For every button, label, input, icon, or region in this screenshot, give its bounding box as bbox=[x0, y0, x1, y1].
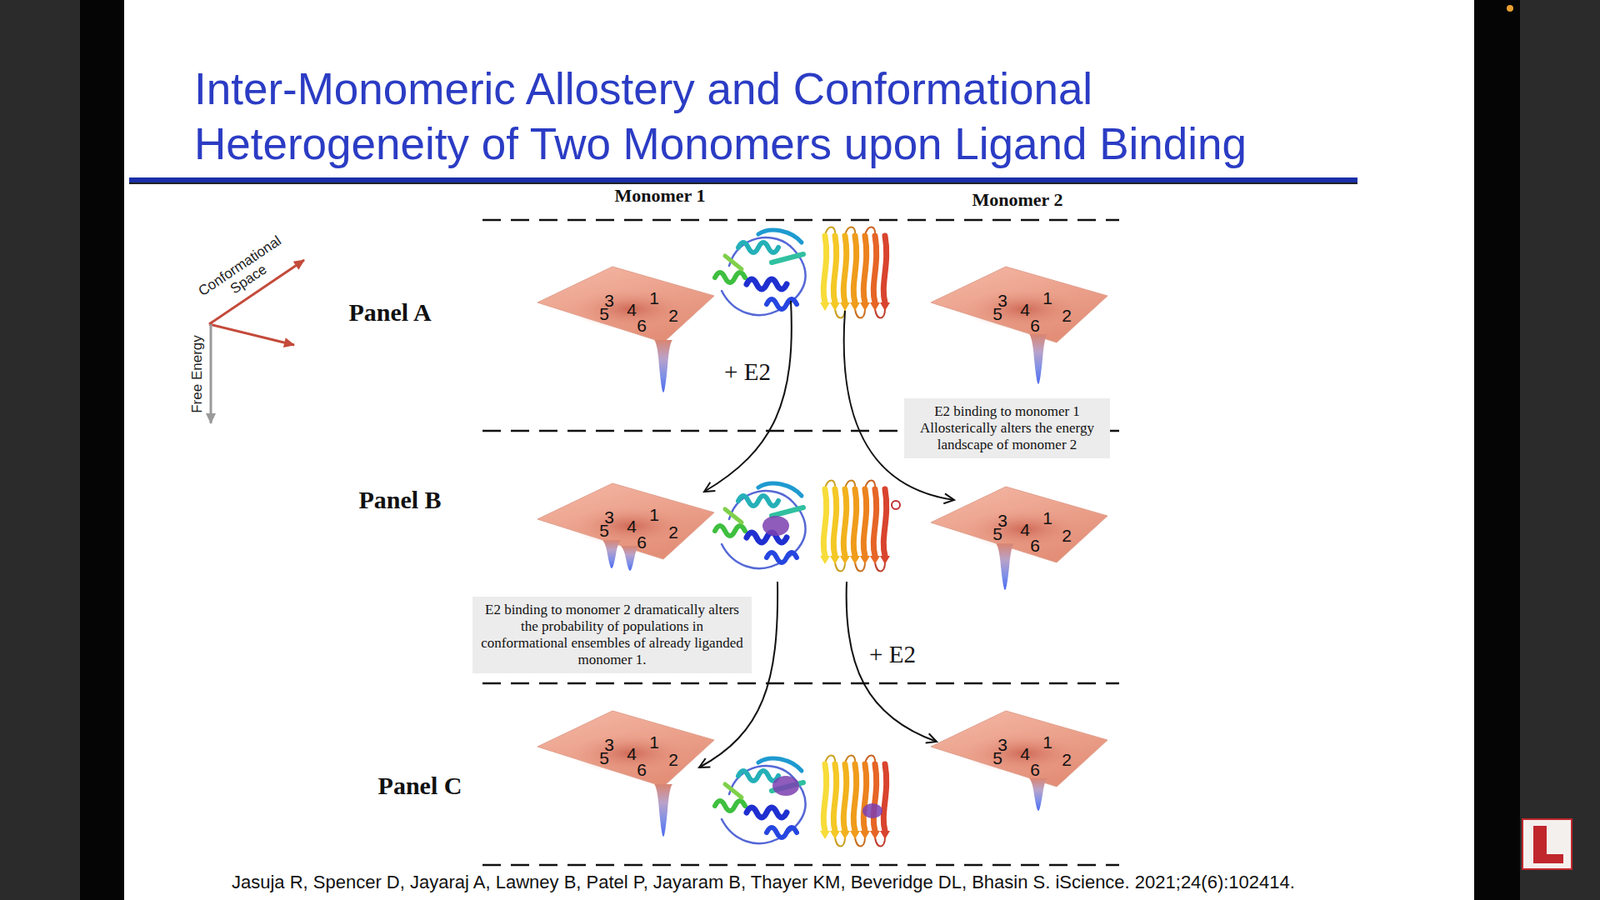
landscape-dip bbox=[570, 733, 691, 774]
energy-well bbox=[995, 543, 1015, 590]
energy-landscape: 315426 bbox=[920, 255, 1120, 398]
column-header: Monomer 2 bbox=[972, 189, 1064, 211]
landscape-sheet bbox=[930, 486, 1108, 563]
energy-landscape: 315426 bbox=[526, 700, 727, 842]
energy-well bbox=[620, 545, 640, 571]
callout-text: E2 binding to monomer 1 Allosterically a… bbox=[912, 403, 1102, 454]
state-number: 2 bbox=[1061, 306, 1072, 325]
landscape-dip bbox=[570, 505, 691, 546]
callout-text: E2 binding to monomer 2 dramatically alt… bbox=[480, 601, 744, 669]
energy-landscape: 315426 bbox=[920, 700, 1120, 842]
state-number: 4 bbox=[626, 517, 637, 535]
state-number: 6 bbox=[1030, 760, 1040, 779]
state-number: 1 bbox=[649, 289, 660, 307]
state-number: 4 bbox=[626, 745, 637, 763]
state-number: 5 bbox=[992, 749, 1003, 767]
energy-landscape: 315426 bbox=[526, 472, 727, 615]
callout-box: E2 binding to monomer 2 dramatically alt… bbox=[472, 596, 752, 674]
state-number: 6 bbox=[1030, 536, 1040, 555]
ligand-label: + E2 bbox=[869, 640, 916, 669]
energy-well bbox=[1029, 334, 1048, 385]
landscape-dip bbox=[570, 289, 691, 330]
landscape-sheet bbox=[930, 266, 1108, 343]
state-number: 2 bbox=[668, 750, 679, 769]
energy-surface bbox=[920, 700, 1120, 842]
energy-surface bbox=[526, 700, 727, 842]
state-number: 6 bbox=[636, 760, 647, 779]
state-number: 1 bbox=[1042, 289, 1053, 307]
axis-label: Conformational Space bbox=[183, 224, 305, 320]
state-number: 1 bbox=[1042, 733, 1053, 751]
energy-well bbox=[1029, 778, 1048, 811]
landscape-sheet bbox=[537, 266, 715, 343]
landscape-sheet bbox=[537, 710, 715, 787]
energy-landscape: 315426 bbox=[526, 255, 727, 398]
state-number: 4 bbox=[1020, 520, 1030, 539]
state-number: 6 bbox=[1030, 316, 1040, 335]
landscape-dip bbox=[964, 509, 1085, 550]
state-number: 2 bbox=[668, 306, 679, 325]
column-header: Monomer 1 bbox=[615, 185, 706, 207]
energy-surface bbox=[920, 255, 1120, 398]
state-number: 1 bbox=[649, 505, 660, 524]
energy-surface bbox=[526, 255, 727, 398]
energy-well bbox=[602, 540, 621, 569]
state-number: 1 bbox=[649, 733, 660, 751]
state-number: 2 bbox=[1061, 526, 1072, 545]
callout-box: E2 binding to monomer 1 Allosterically a… bbox=[904, 398, 1110, 459]
energy-surface bbox=[526, 472, 727, 615]
state-number: 4 bbox=[626, 300, 637, 319]
state-number: 6 bbox=[636, 533, 647, 551]
landscape-dip bbox=[964, 733, 1085, 774]
panel-label: Panel A bbox=[348, 298, 431, 327]
state-number: 5 bbox=[599, 305, 610, 323]
panel-label: Panel C bbox=[378, 771, 463, 800]
state-number: 2 bbox=[668, 523, 679, 541]
landscape-dip bbox=[964, 289, 1085, 330]
panel-label: Panel B bbox=[358, 485, 441, 515]
state-number: 1 bbox=[1042, 509, 1053, 527]
landscape-sheet bbox=[930, 710, 1108, 787]
energy-landscape: 315426 bbox=[920, 475, 1120, 618]
energy-well bbox=[654, 784, 673, 837]
state-number: 6 bbox=[636, 316, 647, 335]
energy-surface bbox=[920, 475, 1120, 618]
state-number: 5 bbox=[599, 749, 610, 767]
ligand-label: + E2 bbox=[724, 358, 771, 386]
state-number: 4 bbox=[1020, 300, 1030, 319]
slide-title: Inter-Monomeric Allostery and Conformati… bbox=[194, 61, 1378, 172]
state-number: 4 bbox=[1020, 745, 1030, 763]
citation: Jasuja R, Spencer D, Jayaraj A, Lawney B… bbox=[231, 871, 1295, 894]
axis-label: Free Energy bbox=[189, 335, 205, 414]
state-number: 5 bbox=[992, 525, 1003, 543]
state-number: 5 bbox=[992, 305, 1003, 323]
state-number: 5 bbox=[599, 521, 610, 540]
state-number: 2 bbox=[1061, 750, 1072, 769]
energy-well bbox=[654, 340, 673, 393]
